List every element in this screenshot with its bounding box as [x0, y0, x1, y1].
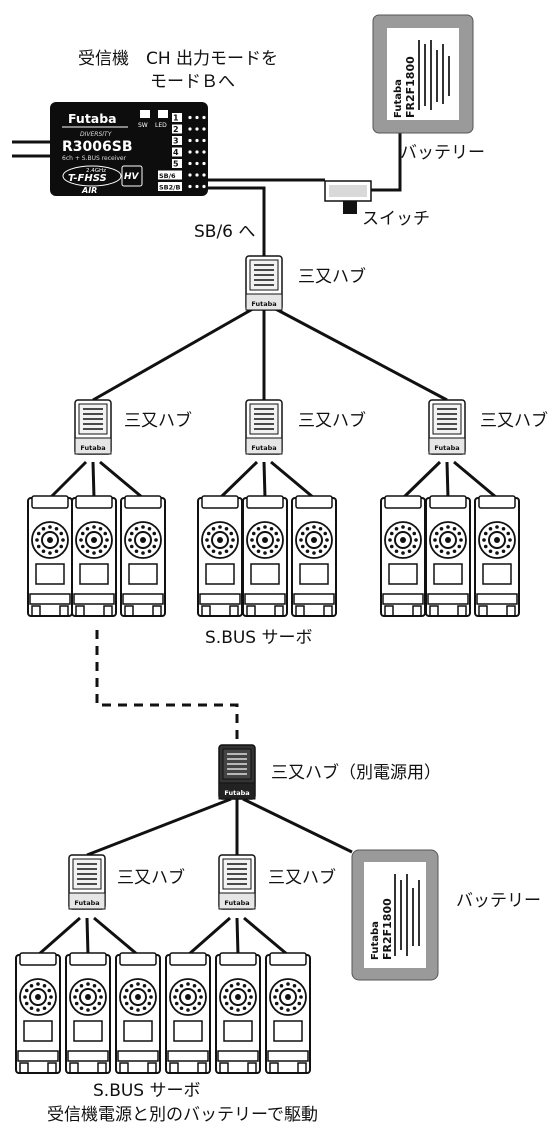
switch-label: スイッチ — [362, 209, 430, 229]
battery-bottom: Futaba FR2F1800 — [351, 849, 439, 981]
servo — [291, 495, 337, 617]
receiver-hv-badge: HV — [124, 172, 140, 182]
servo — [165, 952, 211, 1074]
servo-group-label: S.BUS サーボ — [205, 628, 313, 648]
battery-bottom-label: バッテリー — [456, 891, 541, 911]
receiver-port-6: SB/6 — [158, 170, 206, 180]
wire-center-hub-servos — [218, 460, 315, 500]
hub-brand: Futaba — [434, 444, 459, 452]
hub-center: Futaba — [245, 399, 283, 455]
receiver-protocol: T-FHSS — [68, 173, 107, 184]
receiver-port-label: 3 — [173, 137, 179, 146]
hub-main: Futaba — [245, 255, 283, 311]
wire-left-hub-servos — [48, 460, 144, 500]
servo — [115, 952, 161, 1074]
receiver-sw-label: SW — [138, 122, 148, 129]
receiver-port-2: 2 — [172, 124, 206, 134]
receiver-port-1: 1 — [172, 113, 206, 123]
hub-powered-label: 三又ハブ（別電源用） — [271, 762, 441, 783]
hub-right: Futaba — [428, 399, 466, 455]
wire-sb6-to-hub — [206, 186, 266, 256]
wire-dashed-to-powered-hub — [95, 630, 239, 745]
hub-lower-left: Futaba — [68, 854, 106, 910]
hub-brand: Futaba — [224, 899, 249, 907]
hub-lower-right-label: 三又ハブ — [268, 867, 336, 888]
hub-brand: Futaba — [251, 300, 276, 308]
receiver-series: DIVERSITY — [80, 131, 113, 138]
servo — [474, 495, 520, 617]
hub-brand: Futaba — [251, 444, 276, 452]
servo — [71, 495, 117, 617]
receiver-caption-line2: モードＢへ — [150, 72, 235, 92]
battery-top-model: FR2F1800 — [404, 56, 417, 118]
wire-powered-hub-to-left-hub — [86, 797, 232, 857]
receiver-port-5: 5 — [172, 159, 206, 169]
receiver-unit: Futaba DIVERSITY R3006SB 6ch + S.BUS rec… — [50, 102, 208, 196]
wire-powered-hub-to-battery — [242, 797, 353, 854]
servo — [425, 495, 471, 617]
battery-top-brand: Futaba — [393, 79, 404, 118]
hub-center-label: 三又ハブ — [298, 410, 366, 431]
hub-brand: Futaba — [80, 444, 105, 452]
wire-right-hub-servos — [401, 460, 498, 500]
hubs: Futaba 三又ハブ Futaba 三又ハブ Futaba 三又ハブ Futaba 三又ハブ… — [68, 255, 548, 910]
battery-top-label: バッテリー — [400, 143, 485, 163]
receiver-port-3: 3 — [172, 136, 206, 146]
wire-hub-to-left-hub — [92, 304, 259, 402]
battery-top: Futaba FR2F1800 — [372, 14, 474, 134]
wire-lower-right-hub-servos — [187, 916, 289, 957]
servo — [242, 495, 288, 617]
battery-bottom-brand: Futaba — [370, 921, 381, 960]
receiver-brand: Futaba — [68, 111, 117, 126]
power-switch — [324, 180, 372, 214]
servos — [15, 495, 520, 1074]
wire-switch-to-battery — [370, 132, 402, 192]
receiver-subtitle: 6ch + S.BUS receiver — [62, 155, 127, 162]
wire-hub-to-right-hub — [269, 304, 448, 402]
hub-left-label: 三又ハブ — [124, 410, 192, 431]
hub-brand: Futaba — [224, 789, 249, 797]
hub-powered: Futaba — [218, 744, 256, 800]
servo — [197, 495, 243, 617]
servo — [15, 952, 61, 1074]
hub-brand: Futaba — [74, 899, 99, 907]
receiver-port-4: 4 — [172, 147, 206, 157]
receiver-port-label: SB2/B — [159, 184, 181, 192]
receiver-port-label: 2 — [173, 125, 179, 134]
servo — [120, 495, 166, 617]
receiver-air: AIR — [81, 186, 97, 195]
receiver-port-label: 1 — [173, 114, 179, 123]
hub-right-label: 三又ハブ — [480, 410, 548, 431]
servo — [380, 495, 426, 617]
bottom-caption-line1: S.BUS サーボ — [93, 1081, 201, 1101]
receiver-port-7: SB2/B — [158, 182, 206, 192]
servo — [27, 495, 73, 617]
battery-bottom-model: FR2F1800 — [381, 898, 394, 960]
receiver-port-label: SB/6 — [159, 172, 176, 180]
wire-lower-left-hub-servos — [37, 916, 139, 957]
hub-lower-right: Futaba — [218, 854, 256, 910]
servo — [65, 952, 111, 1074]
sb6-connection-label: SB/6 へ — [194, 222, 255, 242]
receiver-band: 2.4GHz — [86, 168, 106, 174]
receiver-model: R3006SB — [62, 139, 133, 155]
hub-main-label: 三又ハブ — [298, 266, 366, 287]
servo — [265, 952, 311, 1074]
hub-lower-left-label: 三又ハブ — [117, 867, 185, 888]
bottom-caption-line2: 受信機電源と別のバッテリーで駆動 — [47, 1105, 318, 1125]
receiver-port-label: 4 — [173, 148, 179, 157]
servo — [215, 952, 261, 1074]
hub-left: Futaba — [74, 399, 112, 455]
receiver-caption-line1: 受信機 CH 出力モードを — [78, 49, 278, 69]
receiver-port-label: 5 — [173, 160, 179, 169]
receiver-led-label: LED — [155, 122, 167, 129]
wires — [12, 132, 498, 957]
